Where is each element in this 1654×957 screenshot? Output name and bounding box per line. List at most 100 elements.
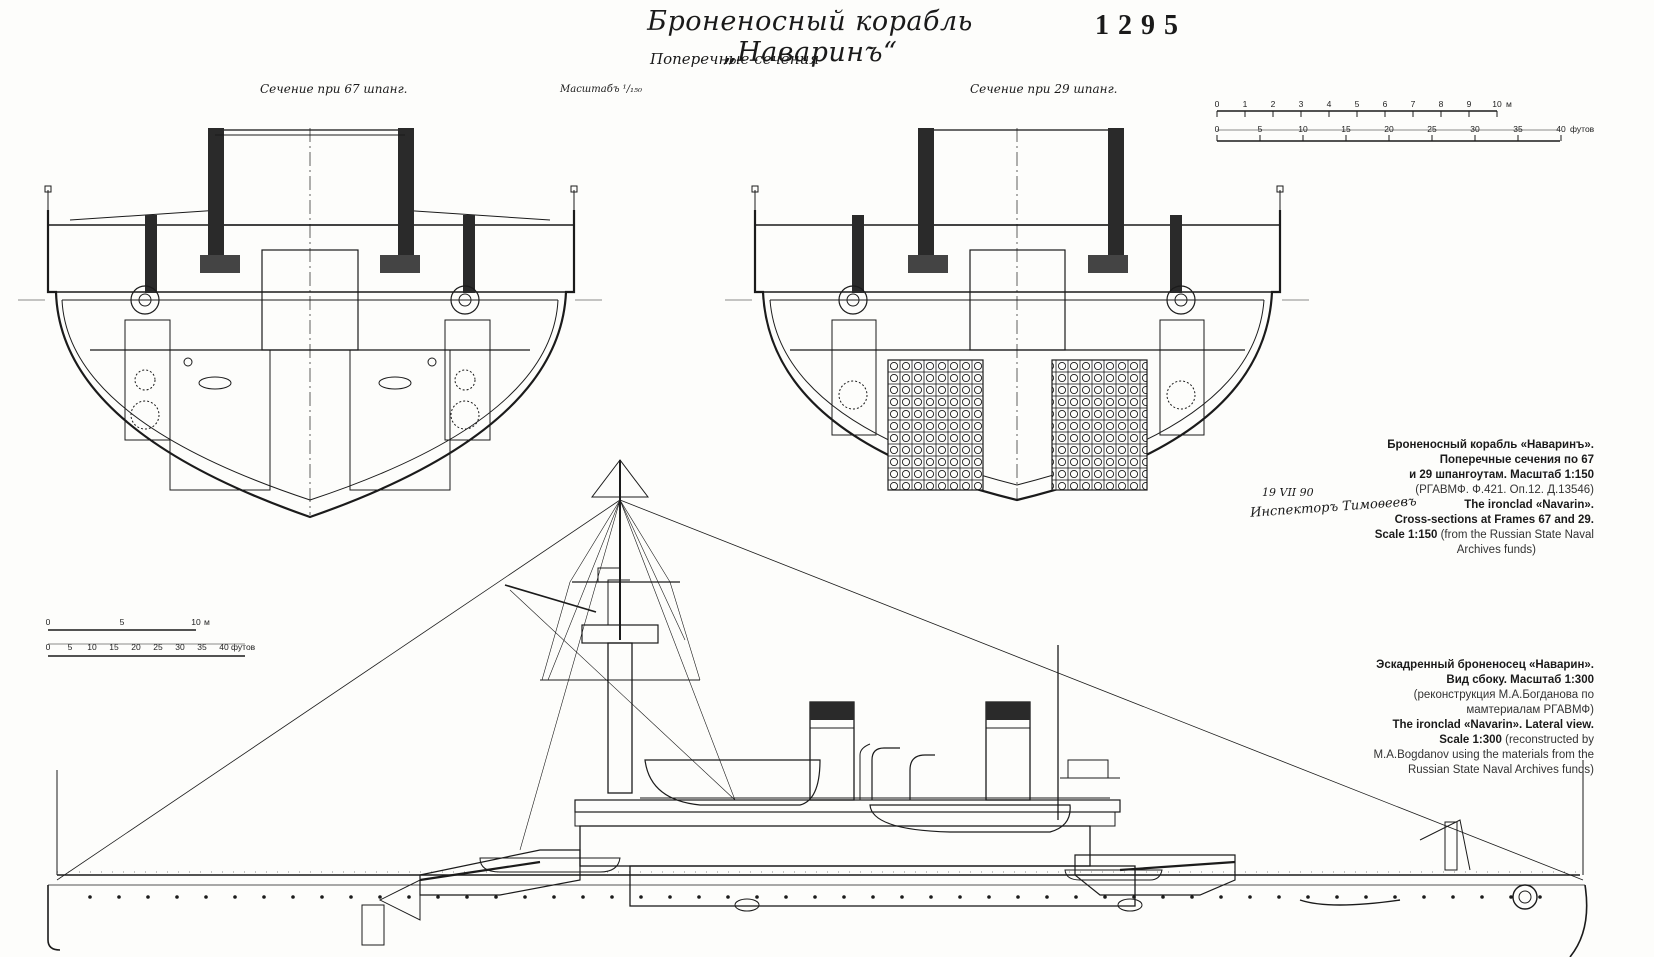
porthole [784, 895, 788, 899]
porthole [842, 895, 846, 899]
scale-top-m-6: 6 [1382, 99, 1388, 109]
scale-top-m-10: 10 [1492, 99, 1502, 109]
porthole [1393, 895, 1397, 899]
porthole [1364, 895, 1368, 899]
sheet-title: Броненосный корабль „Наваринъ“ [647, 6, 973, 68]
scale-side-m-5: 5 [119, 617, 125, 627]
porthole [1538, 895, 1542, 899]
porthole [755, 895, 759, 899]
lateral-view [47, 459, 1588, 957]
scale-top-m-2: 2 [1270, 99, 1276, 109]
scale-top-f-5: 5 [1257, 124, 1263, 134]
porthole [1103, 895, 1107, 899]
porthole [1509, 895, 1513, 899]
porthole [610, 895, 614, 899]
caption-sections-en-3: Scale 1:150 [1374, 529, 1438, 541]
porthole [1277, 895, 1281, 899]
scale-top-m-1: 1 [1242, 99, 1248, 109]
caption-sections-ru-3: и 29 шпангоутам. Масштаб 1:150 [1409, 469, 1594, 481]
scale-side-f-unit: футов [231, 642, 256, 652]
porthole [204, 895, 208, 899]
porthole [378, 895, 382, 899]
cross-section-frame-29 [725, 128, 1309, 502]
porthole [1480, 895, 1484, 899]
scale-side-f-20: 20 [131, 642, 141, 652]
porthole [1219, 895, 1223, 899]
porthole [726, 895, 730, 899]
scale-bar-side [48, 629, 245, 657]
signature-date: 19 VII 90 [1262, 486, 1314, 499]
porthole [697, 895, 701, 899]
porthole [1306, 895, 1310, 899]
scale-top-f-30: 30 [1470, 124, 1480, 134]
porthole [900, 895, 904, 899]
section-label-frame-29: Сечение при 29 шпанг. [970, 82, 1118, 96]
scale-top-m-unit: м [1506, 99, 1512, 109]
caption-side-ru-note-2: мамтериалам РГАВМФ) [1466, 704, 1594, 716]
scale-top-f-0: 0 [1214, 124, 1220, 134]
scale-side-f-35: 35 [197, 642, 207, 652]
porthole [1161, 895, 1165, 899]
caption-sections-en-source-2: Archives funds) [1456, 544, 1536, 556]
caption-side-en-note-2: M.A.Bogdanov using the materials from th… [1373, 749, 1594, 761]
sheet-subtitle: Поперечные сечения [650, 50, 820, 68]
scale-bar-top [1216, 110, 1562, 142]
scale-top-m-5: 5 [1354, 99, 1360, 109]
porthole [1422, 895, 1426, 899]
scale-top-f-unit: футов [1570, 124, 1595, 134]
scale-top-f-25: 25 [1427, 124, 1437, 134]
caption-sections-ru-source: (РГАВМФ. Ф.421. Оп.12. Д.13546) [1415, 484, 1594, 496]
cross-section-frame-67 [18, 128, 602, 519]
porthole [523, 895, 527, 899]
caption-cross-sections: Броненосный корабль «Наваринъ». Поперечн… [1375, 438, 1594, 558]
caption-side-ru-2: Вид сбоку. Масштаб 1:300 [1446, 674, 1594, 686]
scale-top-f-20: 20 [1384, 124, 1394, 134]
scale-side-f-15: 15 [109, 642, 119, 652]
section-label-frame-67: Сечение при 67 шпанг. [260, 82, 408, 96]
scale-side-f-0: 0 [45, 642, 51, 652]
porthole [668, 895, 672, 899]
handwritten-scale-note: Масштабъ ¹/₁₅₀ [560, 84, 643, 95]
caption-side-ru-note-1: (реконструкция М.А.Богданова по [1413, 689, 1594, 701]
scale-top-m-9: 9 [1466, 99, 1472, 109]
scale-top-f-10: 10 [1298, 124, 1308, 134]
scale-side-m-unit: м [204, 617, 210, 627]
porthole [88, 895, 92, 899]
porthole [639, 895, 643, 899]
porthole [146, 895, 150, 899]
scale-top-f-40: 40 [1556, 124, 1566, 134]
porthole [465, 895, 469, 899]
porthole [349, 895, 353, 899]
caption-side-en-1: The ironclad «Navarin». Lateral view. [1392, 719, 1594, 731]
porthole [1451, 895, 1455, 899]
scale-top-m-4: 4 [1326, 99, 1332, 109]
scale-top-f-15: 15 [1341, 124, 1351, 134]
scale-side-f-40: 40 [219, 642, 229, 652]
caption-sections-ru-2: Поперечные сечения по 67 [1439, 454, 1594, 466]
caption-side-ru-1: Эскадренный броненосец «Наварин». [1376, 659, 1594, 671]
porthole [813, 895, 817, 899]
porthole [929, 895, 933, 899]
porthole [871, 895, 875, 899]
caption-sections-ru-1: Броненосный корабль «Наваринъ». [1387, 439, 1594, 451]
caption-side-en-note-1: (reconstructed by [1505, 734, 1594, 746]
caption-sections-en-2: Cross-sections at Frames 67 and 29. [1394, 514, 1594, 526]
caption-side-en-note-3: Russian State Naval Archives funds) [1407, 764, 1594, 776]
scale-side-f-10: 10 [87, 642, 97, 652]
caption-side-en-2: Scale 1:300 [1439, 734, 1502, 746]
porthole [117, 895, 121, 899]
porthole [987, 895, 991, 899]
porthole [1335, 895, 1339, 899]
porthole [1132, 895, 1136, 899]
porthole [262, 895, 266, 899]
scale-side-m-10: 10 [191, 617, 201, 627]
porthole [175, 895, 179, 899]
caption-sections-en-source-1: (from the Russian State Naval [1440, 529, 1594, 541]
porthole [407, 895, 411, 899]
porthole [1190, 895, 1194, 899]
porthole [552, 895, 556, 899]
porthole [436, 895, 440, 899]
caption-sections-en-1: The ironclad «Navarin». [1464, 499, 1594, 511]
